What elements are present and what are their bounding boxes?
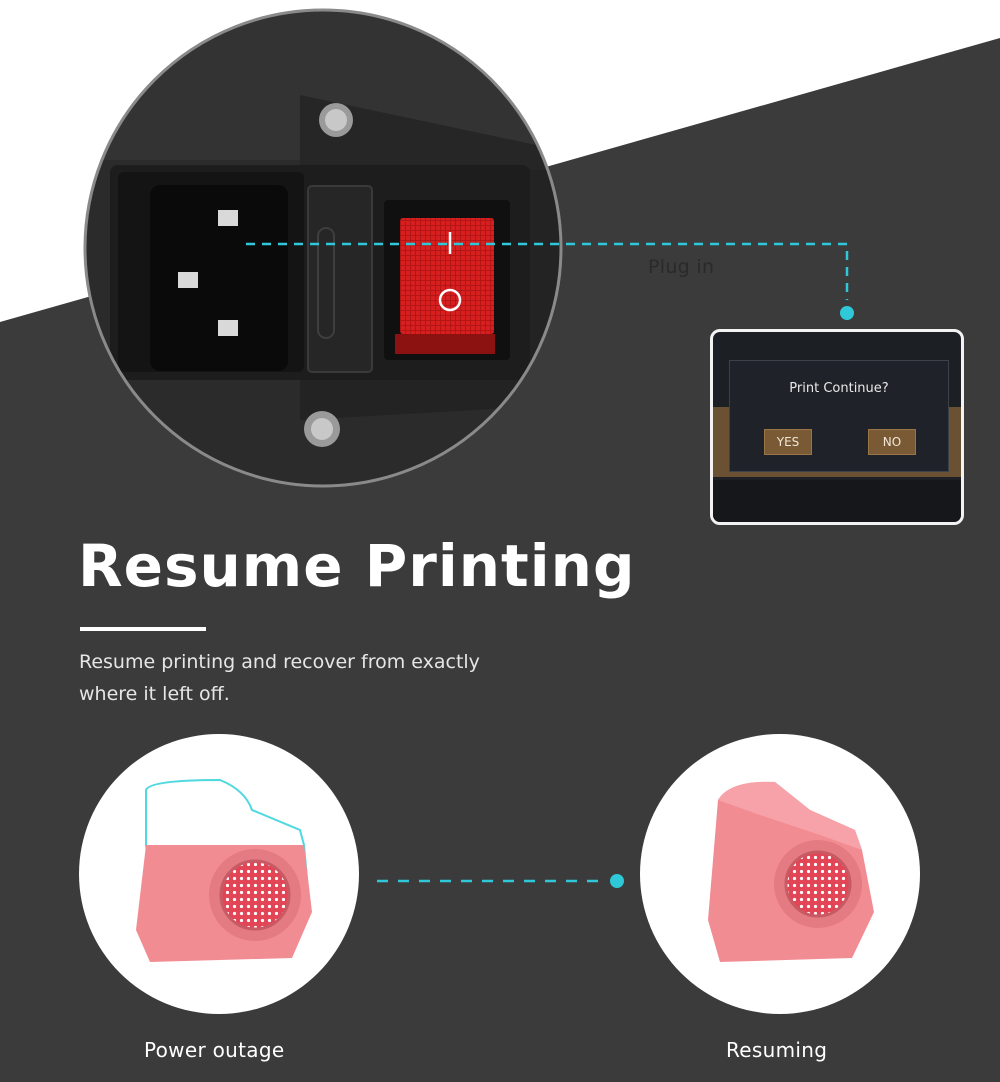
caption-resuming: Resuming — [726, 1038, 828, 1062]
resume-connector-dot — [610, 874, 624, 888]
display-base — [713, 480, 961, 522]
connector-dot — [840, 306, 854, 320]
no-button[interactable]: NO — [868, 429, 916, 455]
page-title: Resume Printing — [78, 532, 636, 600]
yes-button[interactable]: YES — [764, 429, 812, 455]
power-outage-model — [136, 778, 312, 962]
dialog-prompt: Print Continue? — [789, 381, 889, 396]
title-underline — [80, 627, 206, 631]
plug-in-connector — [246, 242, 849, 300]
print-continue-dialog: Print Continue? YES NO — [729, 360, 949, 472]
resuming-model — [708, 781, 874, 962]
caption-power-outage: Power outage — [144, 1038, 285, 1062]
description: Resume printing and recover from exactly… — [79, 651, 480, 705]
plug-in-label: Plug in — [648, 256, 715, 278]
printer-display: Print Continue? YES NO — [710, 329, 964, 525]
